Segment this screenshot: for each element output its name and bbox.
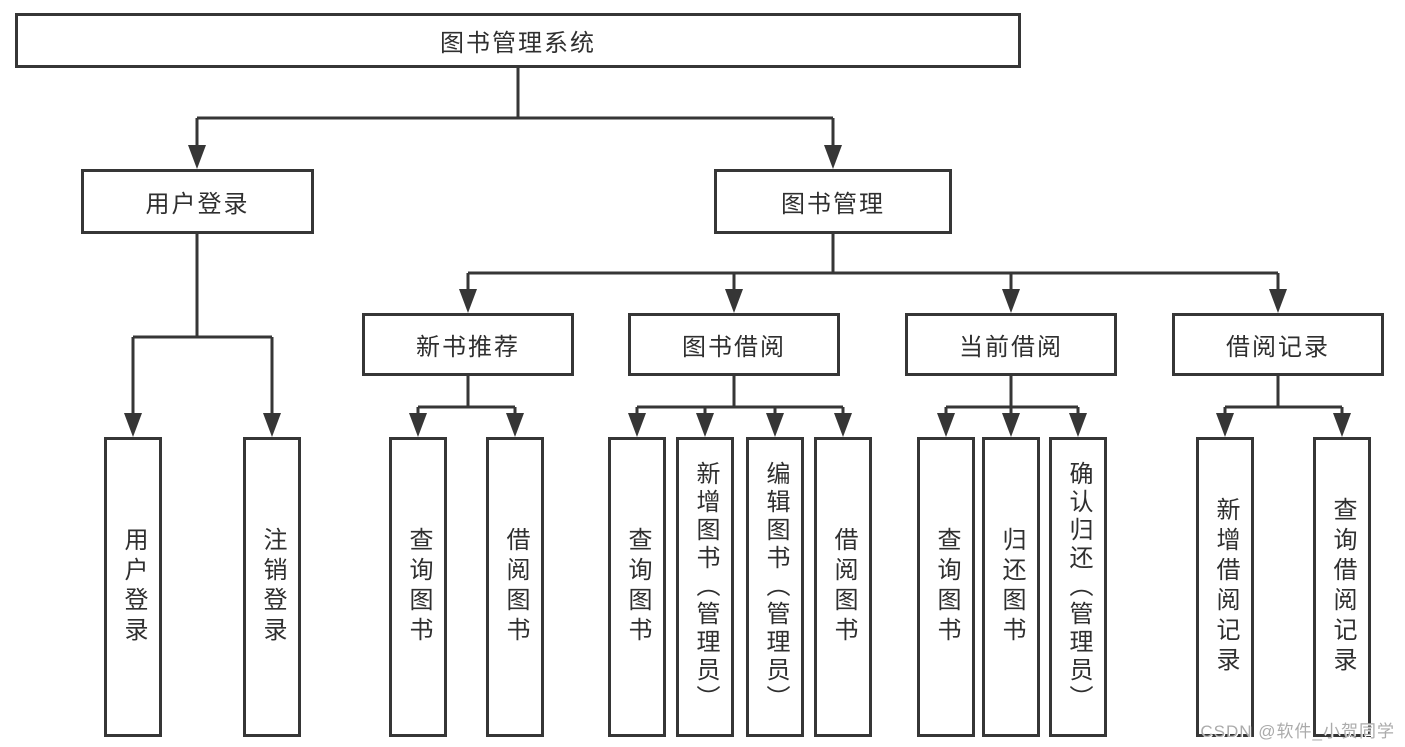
- node-leaf-current-query-books: 查询图书: [917, 437, 975, 737]
- node-current-borrowing: 当前借阅: [905, 313, 1117, 376]
- node-library-management-system: 图书管理系统: [15, 13, 1021, 68]
- node-leaf-query-borrow-record: 查询借阅记录: [1313, 437, 1371, 737]
- node-leaf-add-borrow-record: 新增借阅记录: [1196, 437, 1254, 737]
- node-label: 编辑图书（管理员）: [762, 461, 789, 713]
- node-leaf-logout: 注销登录: [243, 437, 301, 737]
- node-label: 图书管理: [781, 191, 885, 218]
- node-book-management: 图书管理: [714, 169, 952, 234]
- node-borrowing-records: 借阅记录: [1172, 313, 1384, 376]
- node-leaf-borrow-books: 借阅图书: [814, 437, 872, 737]
- node-label: 查询图书: [933, 527, 960, 647]
- node-book-borrowing: 图书借阅: [628, 313, 840, 376]
- node-label: 借阅图书: [502, 527, 529, 647]
- node-label: 查询借阅记录: [1329, 497, 1356, 677]
- node-label: 借阅图书: [830, 527, 857, 647]
- node-label: 查询图书: [405, 527, 432, 647]
- node-label: 新增图书（管理员）: [692, 461, 719, 713]
- node-label: 图书借阅: [682, 334, 786, 361]
- node-leaf-recommend-query-books: 查询图书: [389, 437, 447, 737]
- node-label: 当前借阅: [959, 334, 1063, 361]
- node-label: 用户登录: [120, 527, 147, 647]
- node-leaf-recommend-borrow-books: 借阅图书: [486, 437, 544, 737]
- node-leaf-user-login: 用户登录: [104, 437, 162, 737]
- node-label: 用户登录: [145, 191, 250, 218]
- node-user-login: 用户登录: [81, 169, 314, 234]
- watermark: CSDN @软件_小贺同学: [1200, 722, 1395, 741]
- node-label: 借阅记录: [1226, 334, 1330, 361]
- node-leaf-borrow-query-books: 查询图书: [608, 437, 666, 737]
- node-label: 新增借阅记录: [1212, 497, 1239, 677]
- node-label: 确认归还（管理员）: [1065, 461, 1092, 713]
- node-label: 查询图书: [624, 527, 651, 647]
- node-label: 新书推荐: [416, 334, 520, 361]
- node-new-book-recommend: 新书推荐: [362, 313, 574, 376]
- node-leaf-return-books: 归还图书: [982, 437, 1040, 737]
- node-label: 图书管理系统: [440, 30, 596, 57]
- node-leaf-add-books-admin: 新增图书（管理员）: [676, 437, 734, 737]
- node-leaf-edit-books-admin: 编辑图书（管理员）: [746, 437, 804, 737]
- node-label: 归还图书: [998, 527, 1025, 647]
- node-label: 注销登录: [259, 527, 286, 647]
- node-leaf-confirm-return-admin: 确认归还（管理员）: [1049, 437, 1107, 737]
